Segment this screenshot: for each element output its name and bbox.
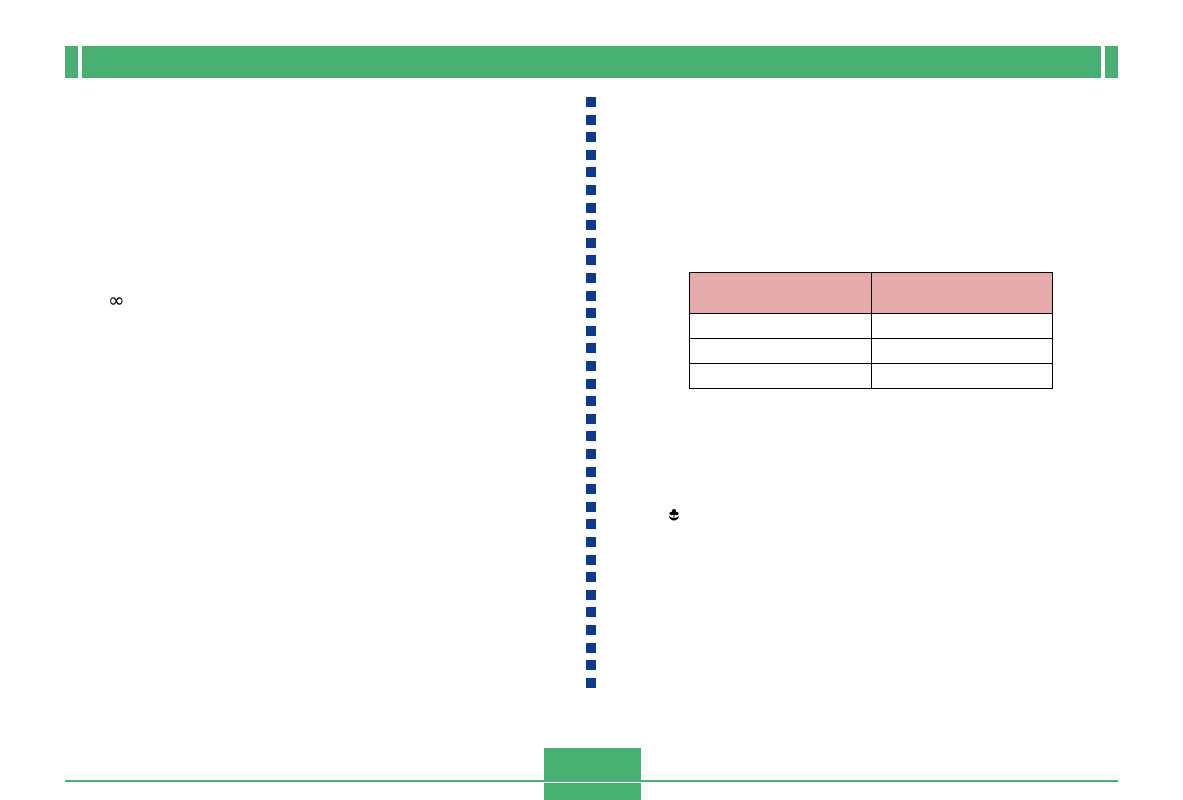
divider-dot <box>586 467 596 477</box>
divider-dot <box>586 678 596 688</box>
header-right-cap <box>1105 46 1118 78</box>
divider-dot <box>586 150 596 160</box>
divider-dot <box>586 414 596 424</box>
divider-dot <box>586 572 596 582</box>
divider-dot <box>586 660 596 670</box>
table-row <box>689 338 1053 364</box>
table-header-row <box>689 272 1053 314</box>
table-cell <box>870 363 1053 389</box>
divider-dot <box>586 431 596 441</box>
footer-rule <box>65 780 1118 782</box>
divider-dot <box>586 449 596 459</box>
table-cell <box>689 313 872 339</box>
divider-dot <box>586 308 596 318</box>
divider-dot <box>586 502 596 512</box>
table-row <box>689 313 1053 339</box>
divider-dot <box>586 326 596 336</box>
divider-dot <box>586 343 596 353</box>
divider-dot <box>586 203 596 213</box>
divider-dot <box>586 396 596 406</box>
infinity-icon: ∞ <box>108 288 125 312</box>
divider-dot <box>586 537 596 547</box>
divider-dot <box>586 115 596 125</box>
divider-dot <box>586 625 596 635</box>
table-header-cell <box>689 272 872 314</box>
divider-dot <box>586 255 596 265</box>
divider-dot <box>586 185 596 195</box>
page-number-tab <box>544 748 641 800</box>
divider-dot <box>586 590 596 600</box>
divider-dot <box>586 238 596 248</box>
column-divider <box>586 97 596 737</box>
table-cell <box>870 313 1053 339</box>
page-tab-upper <box>544 748 641 780</box>
table-cell <box>870 338 1053 364</box>
divider-dot <box>586 607 596 617</box>
macro-flower-icon <box>669 509 679 521</box>
divider-dot <box>586 132 596 142</box>
divider-dot <box>586 273 596 283</box>
divider-dot <box>586 519 596 529</box>
header-main-band <box>82 46 1101 78</box>
table-header-cell <box>870 272 1053 314</box>
spec-table <box>689 272 1053 389</box>
table-cell <box>689 363 872 389</box>
divider-dot <box>586 167 596 177</box>
page-tab-lower <box>544 783 641 800</box>
divider-dot <box>586 484 596 494</box>
divider-dot <box>586 97 596 107</box>
table-cell <box>689 338 872 364</box>
header-left-cap <box>65 46 78 78</box>
divider-dot <box>586 555 596 565</box>
divider-dot <box>586 643 596 653</box>
page-header-bar <box>65 46 1118 78</box>
divider-dot <box>586 379 596 389</box>
divider-dot <box>586 220 596 230</box>
divider-dot <box>586 291 596 301</box>
divider-dot <box>586 361 596 371</box>
table-row <box>689 363 1053 389</box>
